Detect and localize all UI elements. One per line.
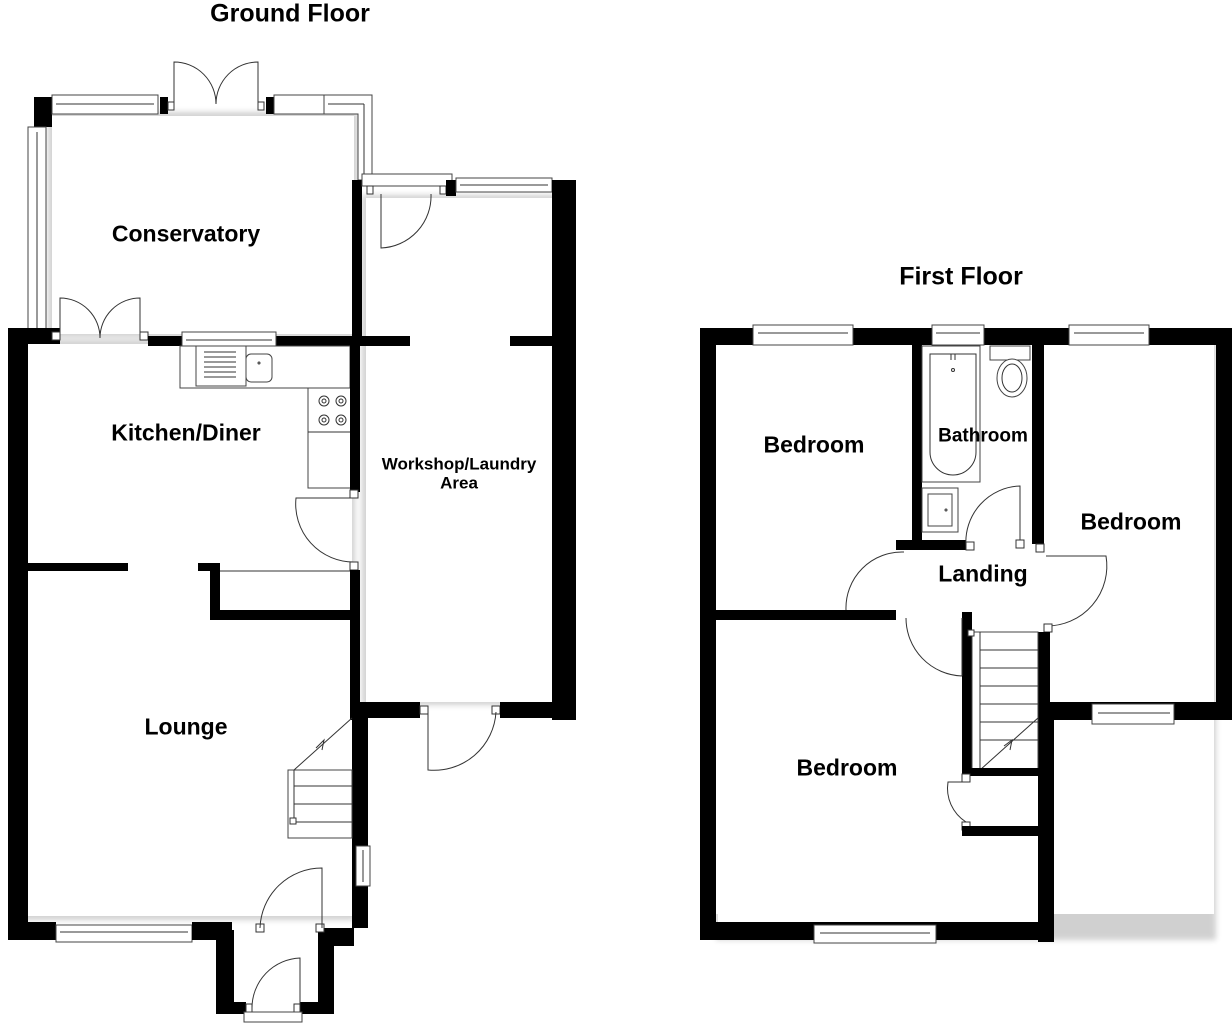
first-floor-title: First Floor xyxy=(899,262,1023,291)
wash-basin xyxy=(921,487,959,533)
hob xyxy=(307,387,353,489)
room-label-bedroom-1: Bedroom xyxy=(763,431,865,458)
first-floor-plan xyxy=(700,324,1232,944)
workshop-back-door[interactable] xyxy=(380,193,432,249)
room-label-landing: Landing xyxy=(938,560,1028,587)
room-label-workshop-line1: Workshop/Laundry xyxy=(381,454,537,474)
staircase-first-floor xyxy=(967,629,1039,773)
bedroom-2-door[interactable] xyxy=(1045,555,1108,627)
room-label-workshop: Workshop/Laundry Area xyxy=(382,455,537,492)
front-door[interactable] xyxy=(259,867,323,929)
room-label-workshop-line2: Area xyxy=(440,473,478,492)
kitchen-workshop-door[interactable] xyxy=(295,497,355,563)
room-label-bedroom-3: Bedroom xyxy=(796,754,898,781)
double-doors-garden[interactable] xyxy=(173,61,259,105)
staircase xyxy=(287,717,353,839)
bath xyxy=(921,345,981,483)
ground-floor-plan xyxy=(8,61,576,1023)
room-label-bedroom-2: Bedroom xyxy=(1080,508,1182,535)
conservatory-corner xyxy=(34,97,52,127)
sink-unit xyxy=(179,345,351,389)
bathroom-door[interactable] xyxy=(965,485,1021,547)
cupboard-door[interactable] xyxy=(947,781,967,823)
bedroom-3-door[interactable] xyxy=(905,617,963,677)
ground-floor-title: Ground Floor xyxy=(210,0,370,28)
double-doors-conservatory[interactable] xyxy=(59,297,141,339)
porch-door[interactable] xyxy=(243,957,303,1023)
toilet xyxy=(989,345,1031,398)
room-label-conservatory: Conservatory xyxy=(111,220,261,247)
room-label-kitchen-diner: Kitchen/Diner xyxy=(111,419,261,446)
room-label-lounge: Lounge xyxy=(144,713,228,740)
workshop-front-door[interactable] xyxy=(427,711,497,771)
room-label-bathroom: Bathroom xyxy=(938,425,1028,447)
bedroom-1-door[interactable] xyxy=(845,551,905,611)
